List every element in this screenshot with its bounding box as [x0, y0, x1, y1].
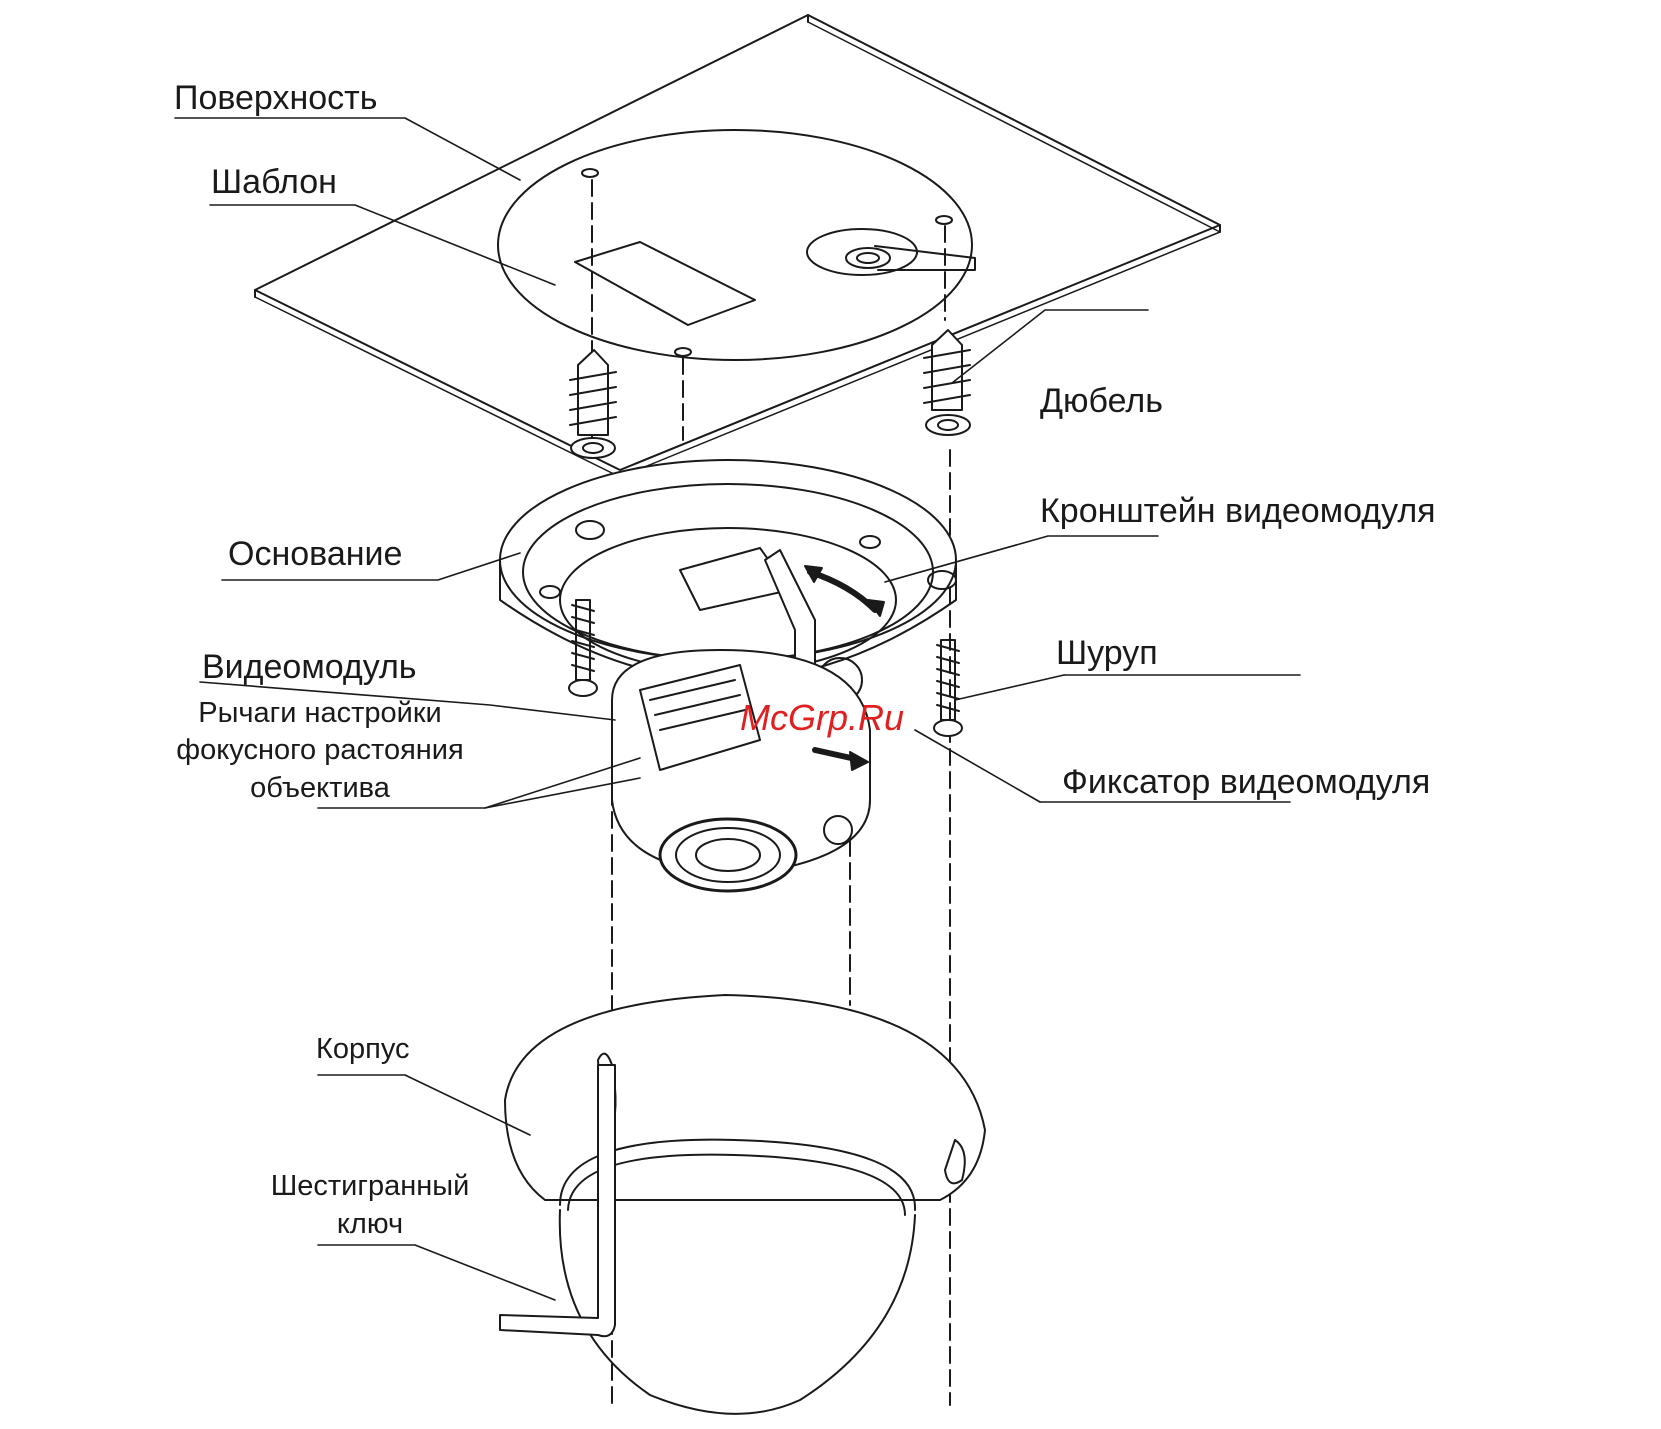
camera-base	[500, 460, 956, 680]
label-focus-levers-line-3: объектива	[150, 772, 490, 805]
label-focus-levers-line-2: фокусного растояния	[150, 734, 490, 767]
watermark: McGrp.Ru	[740, 697, 904, 739]
label-module-lock: Фиксатор видеомодуля	[1062, 763, 1430, 802]
label-screw: Шуруп	[1056, 634, 1158, 673]
label-video-module: Видеомодуль	[202, 648, 417, 687]
template-disk	[498, 130, 972, 360]
label-anchor: Дюбель	[1040, 382, 1163, 421]
label-hex-key-line-1: Шестигранный	[250, 1170, 490, 1203]
label-module-bracket: Кронштейн видеомодуля	[1040, 492, 1436, 531]
label-template: Шаблон	[211, 163, 337, 202]
label-focus-levers-line-1: Рычаги настройки	[150, 697, 490, 730]
dome-housing	[505, 995, 985, 1414]
video-module	[612, 650, 870, 891]
label-surface: Поверхность	[174, 79, 377, 118]
label-hex-key-line-2: ключ	[250, 1208, 490, 1241]
screw-right	[934, 640, 962, 736]
label-base: Основание	[228, 535, 402, 574]
label-housing: Корпус	[316, 1033, 410, 1066]
wall-anchor-right	[924, 330, 970, 435]
